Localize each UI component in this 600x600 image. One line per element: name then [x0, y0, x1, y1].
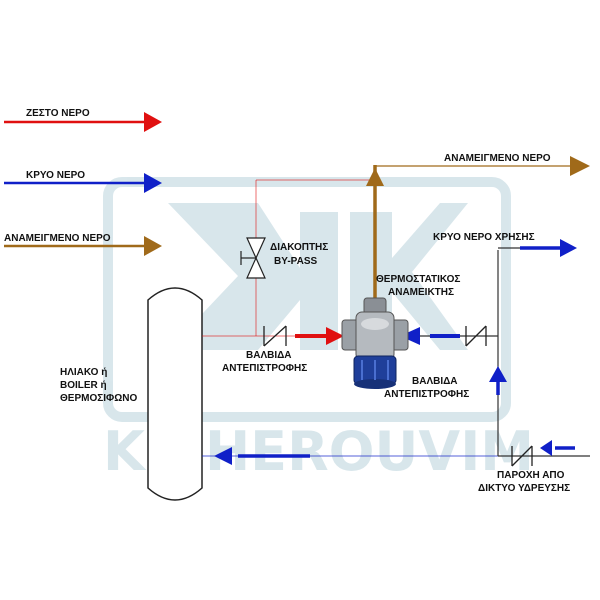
mixed-riser-arrow-icon	[366, 168, 384, 186]
check-right-label-line1: ΒΑΛΒΙΔΑ	[412, 376, 458, 387]
check-left-label-line2: ΑΝΤΕΠΙΣΤΡΟΦΗΣ	[222, 363, 307, 374]
cold-use-arrow-icon	[560, 239, 577, 257]
cold-water-pipe	[202, 239, 590, 465]
legend-hot-label: ΖΕΣΤΟ ΝΕΡΟ	[26, 108, 90, 119]
check-valve-supply	[511, 445, 533, 467]
check-valve-left	[263, 325, 287, 347]
boiler-label-line3: ΘΕΡΜΟΣΙΦΩΝΟ	[60, 393, 137, 404]
cold-to-boiler-arrow-icon	[214, 447, 232, 465]
legend-cold-label: ΚΡΥΟ ΝΕΡΟ	[26, 170, 85, 181]
bypass-label-line1: ΔΙΑΚΟΠΤΗΣ	[270, 242, 328, 253]
check-left-label-line1: ΒΑΛΒΙΔΑ	[246, 350, 292, 361]
legend-hot-arrow-icon	[144, 112, 162, 132]
mixed-out-label: ΑΝΑΜΕΙΓΜΕΝΟ ΝΕΡΟ	[444, 153, 551, 164]
supply-label-line1: ΠΑΡΟΧΗ ΑΠΟ	[497, 470, 565, 481]
mixed-water-pipe	[366, 156, 590, 300]
boiler-tank: ΗΛΙΑΚΟ ή BOILER ή ΘΕΡΜΟΣΙΦΩΝΟ	[60, 287, 203, 501]
cold-use-label: ΚΡΥΟ ΝΕΡΟ ΧΡΗΣΗΣ	[433, 232, 535, 243]
cold-inlet-arrow-icon	[400, 327, 420, 345]
legend: ΖΕΣΤΟ ΝΕΡΟ ΚΡΥΟ ΝΕΡΟ ΑΝΑΜΕΙΓΜΕΝΟ ΝΕΡΟ	[4, 108, 162, 256]
legend-mixed-arrow-icon	[144, 236, 162, 256]
boiler-label-line2: BOILER ή	[60, 380, 107, 391]
check-right-label-line2: ΑΝΤΕΠΙΣΤΡΟΦΗΣ	[384, 389, 469, 400]
thermo-label-line2: ΑΝΑΜΕΙΚΤΗΣ	[388, 287, 454, 298]
hot-inlet-arrow-icon	[326, 327, 344, 345]
supply-arrow-icon	[540, 440, 552, 456]
legend-mixed-label: ΑΝΑΜΕΙΓΜΕΝΟ ΝΕΡΟ	[4, 233, 111, 244]
supply-label-line2: ΔΙΚΤΥΟ ΥΔΡΕΥΣΗΣ	[478, 483, 570, 494]
bypass-label-line2: BY-PASS	[274, 256, 317, 267]
mixed-out-arrow-icon	[570, 156, 590, 176]
bypass-valve: ΔΙΑΚΟΠΤΗΣ BY-PASS	[240, 237, 328, 279]
legend-cold-arrow-icon	[144, 173, 162, 193]
thermostatic-mixer	[341, 297, 409, 389]
boiler-label-line1: ΗΛΙΑΚΟ ή	[60, 367, 107, 378]
riser-arrow-icon	[489, 366, 507, 382]
check-valve-right	[465, 325, 487, 347]
thermo-label-line1: ΘΕΡΜΟΣΤΑΤΙΚΟΣ	[376, 274, 460, 285]
